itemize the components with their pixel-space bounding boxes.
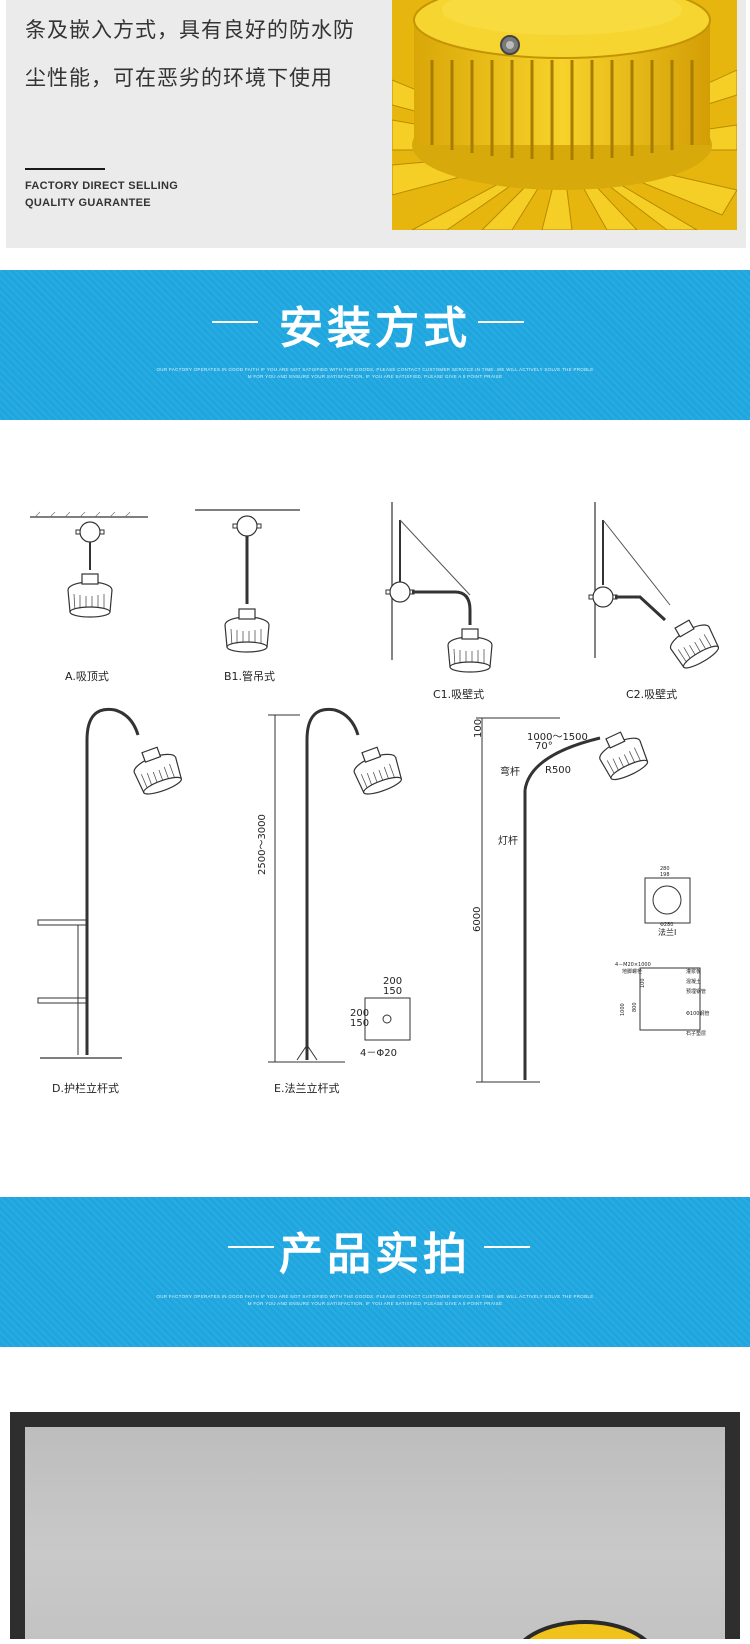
caption-d: D.护栏立杆式	[52, 1082, 119, 1095]
install-banner	[0, 270, 750, 420]
photo-banner-subtitle: OUR FACTORY OPERATES IN GOOD FAITH IF YO…	[150, 1293, 600, 1307]
caption-c2: C2.吸壁式	[626, 688, 678, 701]
dim-found-h3: 800	[632, 1002, 638, 1012]
label-flange: 法兰Ⅰ	[658, 928, 677, 937]
dim-flange-h1: 200	[350, 1008, 370, 1019]
label-pole: 灯杆	[498, 836, 518, 847]
label-found-4: Φ100钢管	[686, 1011, 710, 1017]
photo-subtitle-line2: M FOR YOU AND ENSURE YOUR SATISFACTION. …	[247, 1301, 503, 1306]
dim-height-range: 2500～3000	[257, 814, 268, 875]
lamp-photo-image	[518, 1620, 652, 1644]
dim-pole-height: 6000	[472, 906, 483, 932]
dim-flange-h2: 150	[350, 1018, 370, 1029]
caption-c1: C1.吸壁式	[433, 688, 485, 701]
dim-arm-length: 1000～1500	[527, 732, 588, 743]
photo-banner	[0, 1197, 750, 1347]
dim-flange-a: 280	[660, 866, 670, 872]
install-banner-rule-left	[212, 321, 258, 323]
label-found-3: 预埋钢管	[686, 989, 707, 995]
dim-found-depth: 1000	[620, 1003, 626, 1016]
dim-flange-w1: 200	[383, 976, 403, 987]
intro-text-line1: 条及嵌入方式，具有良好的防水防	[25, 19, 355, 42]
intro-text-line2: 尘性能，可在恶劣的环境下使用	[25, 67, 333, 90]
label-found-1: 地脚螺栓	[622, 969, 643, 975]
caption-e: E.法兰立杆式	[274, 1082, 340, 1095]
label-found-bolt: 4－M20×1000	[615, 962, 651, 968]
product-real-photo	[25, 1427, 725, 1644]
install-banner-title: 安装方式	[279, 303, 471, 354]
label-bend-pole: 弯杆	[500, 767, 520, 778]
dim-top: 100	[473, 718, 484, 738]
photo-banner-rule-left	[228, 1246, 274, 1248]
diagram-d	[37, 707, 186, 1059]
dim-found-h2: 100	[640, 978, 646, 988]
product-photo	[392, 0, 737, 230]
install-subtitle-line2: M FOR YOU AND ENSURE YOUR SATISFACTION. …	[247, 374, 503, 379]
lamp-heatsink-image	[392, 0, 737, 230]
caption-a: A.吸顶式	[65, 670, 109, 683]
dim-flange-c: Φ280	[660, 922, 674, 928]
install-banner-subtitle: OUR FACTORY OPERATES IN GOOD FAITH IF YO…	[150, 366, 600, 380]
diagram-streetlight	[476, 717, 701, 1083]
dim-flange-holes: 4－Φ20	[360, 1048, 397, 1059]
quality-guarantee-label: QUALITY GUARANTEE	[25, 197, 151, 209]
dim-arm-radius: R500	[545, 765, 572, 776]
dim-flange-b: 198	[660, 872, 670, 878]
diagram-c2	[588, 502, 724, 673]
factory-direct-label: FACTORY DIRECT SELLING	[25, 180, 179, 192]
install-banner-rule-right	[478, 321, 524, 323]
diagram-c1	[385, 502, 493, 673]
label-found-5: 石子垫层	[686, 1031, 707, 1037]
installation-diagrams: A.吸顶式 B1.管吊式 C1.吸壁式 C2.吸壁式 D.护栏立杆式 E.法兰立…	[0, 420, 750, 1197]
label-found-6: 灌浆板	[686, 969, 702, 975]
diagram-b1	[195, 509, 300, 653]
caption-b1: B1.管吊式	[224, 670, 276, 683]
diagram-a	[30, 511, 148, 618]
photo-banner-title: 产品实拍	[279, 1229, 471, 1280]
diagram-e	[268, 707, 411, 1063]
intro-divider	[25, 168, 105, 170]
photo-banner-rule-right	[484, 1246, 530, 1248]
dim-arm-angle: 70°	[535, 741, 553, 752]
photo-subtitle-line1: OUR FACTORY OPERATES IN GOOD FAITH IF YO…	[156, 1294, 594, 1299]
install-subtitle-line1: OUR FACTORY OPERATES IN GOOD FAITH IF YO…	[156, 367, 594, 372]
label-found-2: 混凝土	[686, 979, 702, 985]
dim-flange-w2: 150	[383, 986, 403, 997]
diagram-drawing	[30, 502, 724, 1083]
